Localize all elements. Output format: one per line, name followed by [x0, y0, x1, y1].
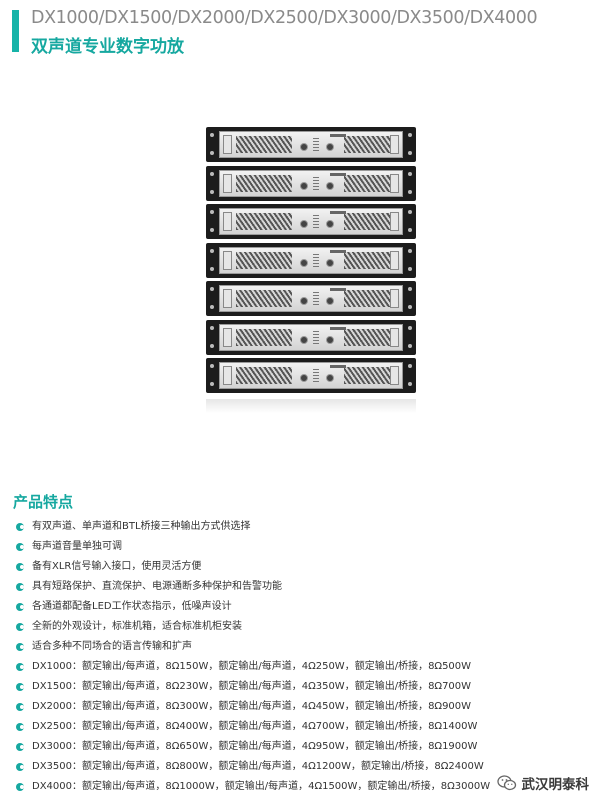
feature-item: DX1000：额定输出/每声道，8Ω150W，额定输出/每声道，4Ω250W，额…: [16, 657, 490, 677]
bullet-icon: [16, 743, 24, 751]
feature-item: 全新的外观设计，标准机箱，适合标准机柜安装: [16, 617, 490, 637]
watermark: 武汉明泰科: [494, 772, 593, 794]
feature-text: 有双声道、单声道和BTL桥接三种输出方式供选择: [32, 521, 251, 532]
feature-item: 各通道都配备LED工作状态指示，低噪声设计: [16, 597, 490, 617]
features-heading: 产品特点: [13, 493, 74, 511]
bullet-icon: [16, 723, 24, 731]
bullet-icon: [16, 583, 24, 591]
feature-text: DX2500：额定输出/每声道，8Ω400W，额定输出/每声道，4Ω700W，额…: [32, 721, 478, 732]
feature-item: DX4000：额定输出/每声道，8Ω1000W，额定输出/每声道，4Ω1500W…: [16, 777, 490, 797]
bullet-icon: [16, 623, 24, 631]
bullet-icon: [16, 703, 24, 711]
wechat-icon: [496, 775, 516, 791]
amplifier-unit: [206, 319, 416, 355]
feature-item: DX1500：额定输出/每声道，8Ω230W，额定输出/每声道，4Ω350W，额…: [16, 677, 490, 697]
bullet-icon: [16, 643, 24, 651]
feature-text: 适合多种不同场合的语言传输和扩声: [32, 641, 192, 652]
feature-item: 备有XLR信号输入接口，使用灵活方便: [16, 557, 490, 577]
title-accent-bar: [12, 10, 19, 52]
amplifier-unit: [206, 242, 416, 278]
feature-text: DX2000：额定输出/每声道，8Ω300W，额定输出/每声道，4Ω450W，额…: [32, 701, 472, 712]
page-subtitle: 双声道专业数字功放: [31, 37, 184, 57]
bullet-icon: [16, 763, 24, 771]
amplifier-unit: [206, 165, 416, 201]
bullet-icon: [16, 563, 24, 571]
bullet-icon: [16, 603, 24, 611]
feature-text: DX1500：额定输出/每声道，8Ω230W，额定输出/每声道，4Ω350W，额…: [32, 681, 472, 692]
bullet-icon: [16, 683, 24, 691]
feature-item: DX2500：额定输出/每声道，8Ω400W，额定输出/每声道，4Ω700W，额…: [16, 717, 490, 737]
amplifier-unit: [206, 204, 416, 239]
feature-text: DX4000：额定输出/每声道，8Ω1000W，额定输出/每声道，4Ω1500W…: [32, 781, 491, 792]
feature-item: 每声道音量单独可调: [16, 537, 490, 557]
bullet-icon: [16, 523, 24, 531]
feature-item: DX2000：额定输出/每声道，8Ω300W，额定输出/每声道，4Ω450W，额…: [16, 697, 490, 717]
bullet-icon: [16, 663, 24, 671]
amplifier-unit: [206, 127, 416, 162]
feature-text: DX1000：额定输出/每声道，8Ω150W，额定输出/每声道，4Ω250W，额…: [32, 661, 472, 672]
amplifier-unit: [206, 281, 416, 316]
rack-reflection: [206, 399, 416, 413]
feature-item: 有双声道、单声道和BTL桥接三种输出方式供选择: [16, 517, 490, 537]
feature-text: 具有短路保护、直流保护、电源通断多种保护和告警功能: [32, 581, 282, 592]
feature-text: 备有XLR信号输入接口，使用灵活方便: [32, 561, 202, 572]
feature-text: 各通道都配备LED工作状态指示，低噪声设计: [32, 601, 232, 612]
feature-item: 具有短路保护、直流保护、电源通断多种保护和告警功能: [16, 577, 490, 597]
feature-item: 适合多种不同场合的语言传输和扩声: [16, 637, 490, 657]
feature-text: 每声道音量单独可调: [32, 541, 122, 552]
watermark-text: 武汉明泰科: [521, 777, 590, 793]
amplifier-unit: [206, 358, 416, 393]
bullet-icon: [16, 543, 24, 551]
bullet-icon: [16, 783, 24, 791]
feature-text: 全新的外观设计，标准机箱，适合标准机柜安装: [32, 621, 242, 632]
features-list: 有双声道、单声道和BTL桥接三种输出方式供选择每声道音量单独可调备有XLR信号输…: [16, 517, 490, 797]
feature-item: DX3000：额定输出/每声道，8Ω650W，额定输出/每声道，4Ω950W，额…: [16, 737, 490, 757]
page-title-models: DX1000/DX1500/DX2000/DX2500/DX3000/DX350…: [31, 8, 538, 28]
feature-text: DX3000：额定输出/每声道，8Ω650W，额定输出/每声道，4Ω950W，额…: [32, 741, 478, 752]
feature-item: DX3500：额定输出/每声道，8Ω800W，额定输出/每声道，4Ω1200W，…: [16, 757, 490, 777]
amplifier-rack-image: [206, 127, 416, 413]
feature-text: DX3500：额定输出/每声道，8Ω800W，额定输出/每声道，4Ω1200W，…: [32, 761, 484, 772]
